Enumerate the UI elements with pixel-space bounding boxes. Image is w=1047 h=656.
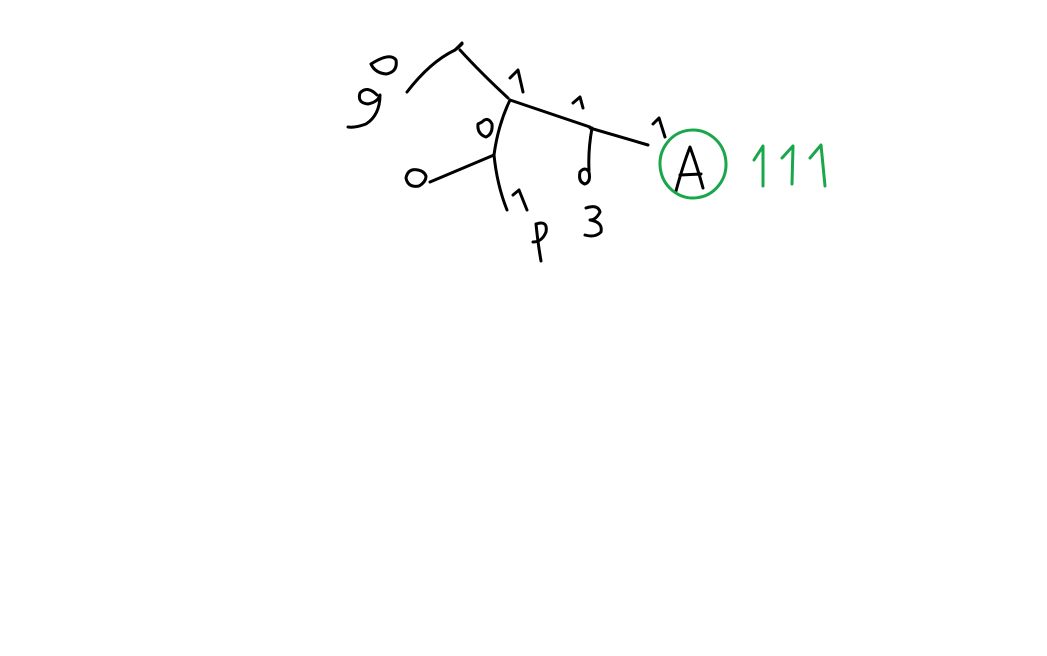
leaf-p [531, 221, 548, 263]
root-tick [453, 41, 464, 52]
edge-node2-right [588, 126, 650, 147]
highlight-group [658, 128, 827, 200]
leaf-A [674, 145, 705, 193]
edge-node3-left [428, 153, 496, 184]
code-digit-1 [752, 144, 765, 188]
edge-node2-left [587, 126, 594, 172]
leaf-three [583, 205, 603, 238]
edge-label-root-left [369, 55, 398, 76]
tree-edges [405, 41, 650, 212]
edge-label-node2-right [651, 116, 667, 139]
code-digit-2 [780, 144, 795, 186]
edge-label-node3-right [511, 188, 529, 212]
leaf-nodes [346, 88, 705, 263]
edge-root-right [458, 48, 510, 100]
edge-labels [369, 55, 667, 212]
highlight-circle [658, 128, 728, 200]
leaf-a [346, 88, 382, 129]
leaf-o [404, 168, 428, 188]
code-digit-3 [808, 143, 827, 188]
edge-label-node1-right [571, 95, 585, 110]
edge-label-root-right [508, 68, 525, 94]
edge-node3-right [492, 153, 509, 212]
edge-node1-right [508, 98, 592, 129]
edge-label-node1-left [476, 117, 494, 139]
edge-label-node2-left [578, 167, 591, 186]
edge-node1-left [492, 98, 512, 157]
